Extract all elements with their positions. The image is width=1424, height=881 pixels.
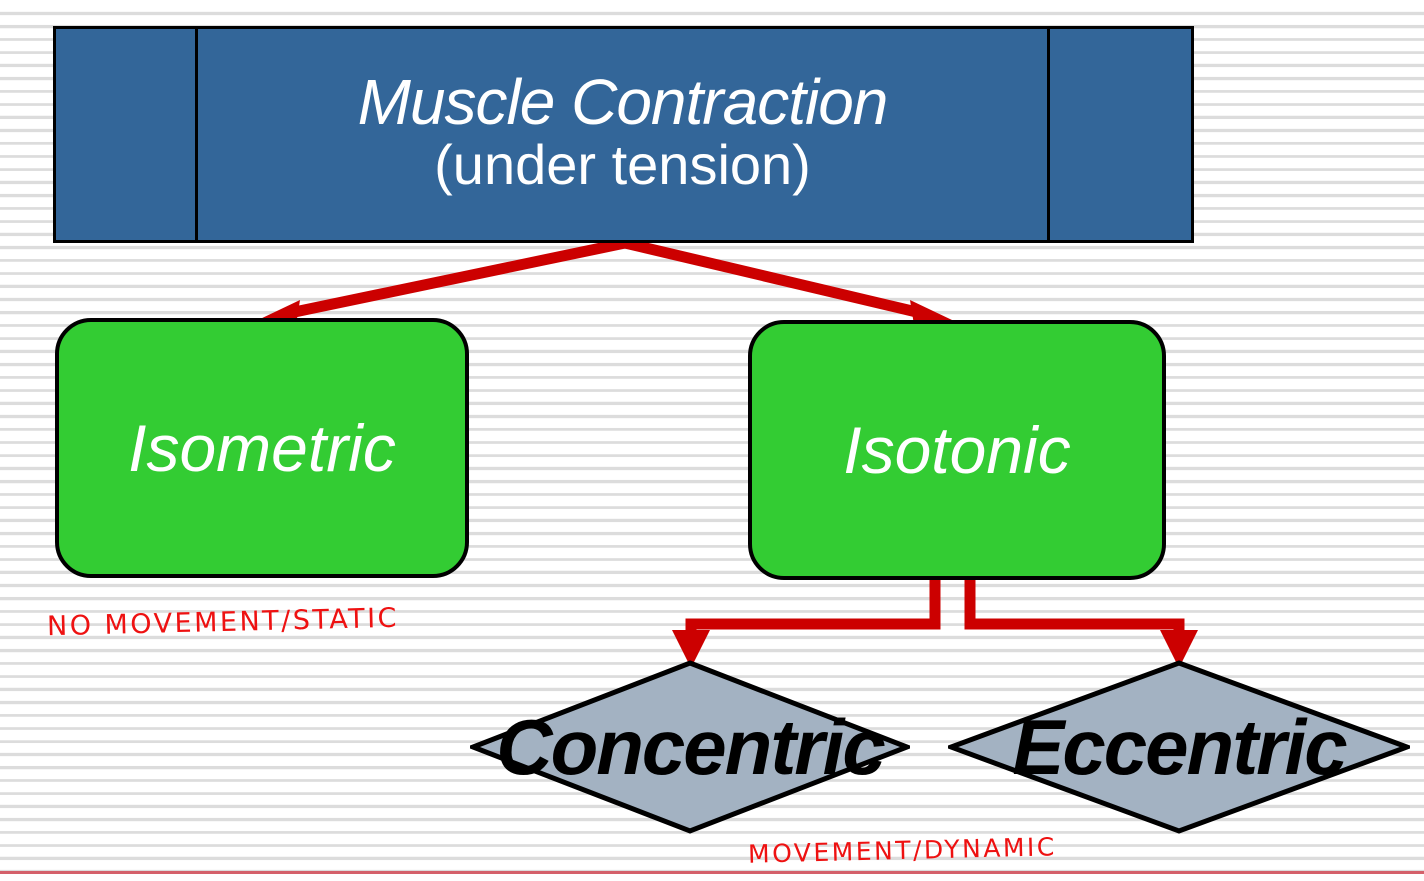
- header-title-secondary: (under tension): [434, 132, 811, 196]
- header-title-primary: Muscle Contraction: [357, 65, 889, 138]
- node-concentric-label: Concentric: [496, 702, 885, 791]
- header-muscle-contraction: Muscle Contraction (under tension): [53, 26, 1194, 243]
- header-cell-left-spacer: [56, 29, 198, 240]
- eccentric-diamond-shape: [948, 660, 1410, 834]
- node-eccentric: Eccentric: [948, 660, 1410, 834]
- header-cell-right-spacer: [1047, 29, 1191, 240]
- concentric-diamond-shape: [470, 660, 910, 834]
- node-concentric: Concentric: [470, 660, 910, 834]
- node-isotonic: Isotonic: [748, 320, 1166, 580]
- header-title-cell: Muscle Contraction (under tension): [198, 29, 1047, 240]
- node-eccentric-label: Eccentric: [1012, 702, 1347, 791]
- node-isometric-label: Isometric: [128, 411, 396, 485]
- node-isometric: Isometric: [55, 318, 469, 578]
- node-isotonic-label: Isotonic: [843, 413, 1071, 487]
- notebook-margin-line: [0, 871, 1424, 874]
